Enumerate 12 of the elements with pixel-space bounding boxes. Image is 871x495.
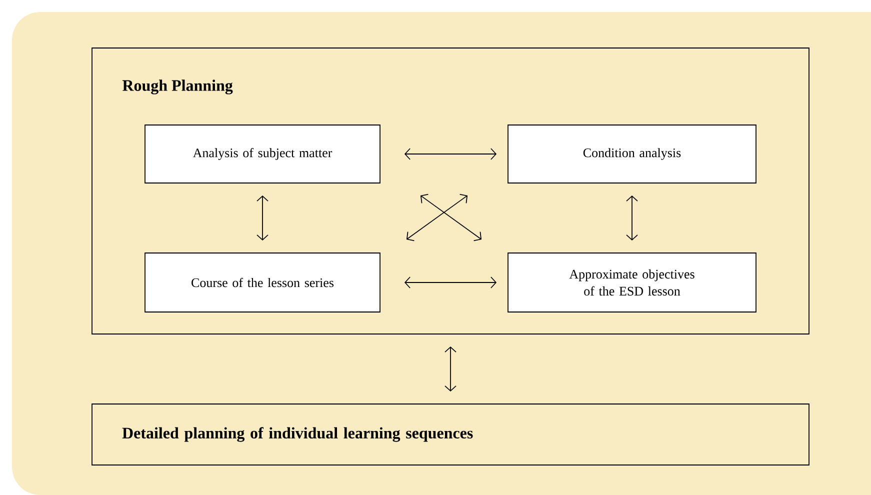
process-box: Approximate objectives of the ESD lesson [508,252,756,312]
double-arrow [404,276,497,288]
process-box: Detailed planning of individual learning sequences [92,404,810,466]
double-arrow [256,195,268,241]
double-arrow [404,148,497,160]
process-box: Condition analysis [508,124,756,184]
process-box: Course of the lesson series [144,252,380,312]
double-arrow [444,346,456,392]
process-box: Analysis of subject matter [144,124,380,184]
double-arrow [406,194,468,242]
double-arrow [626,195,638,241]
double-arrow [420,194,482,242]
